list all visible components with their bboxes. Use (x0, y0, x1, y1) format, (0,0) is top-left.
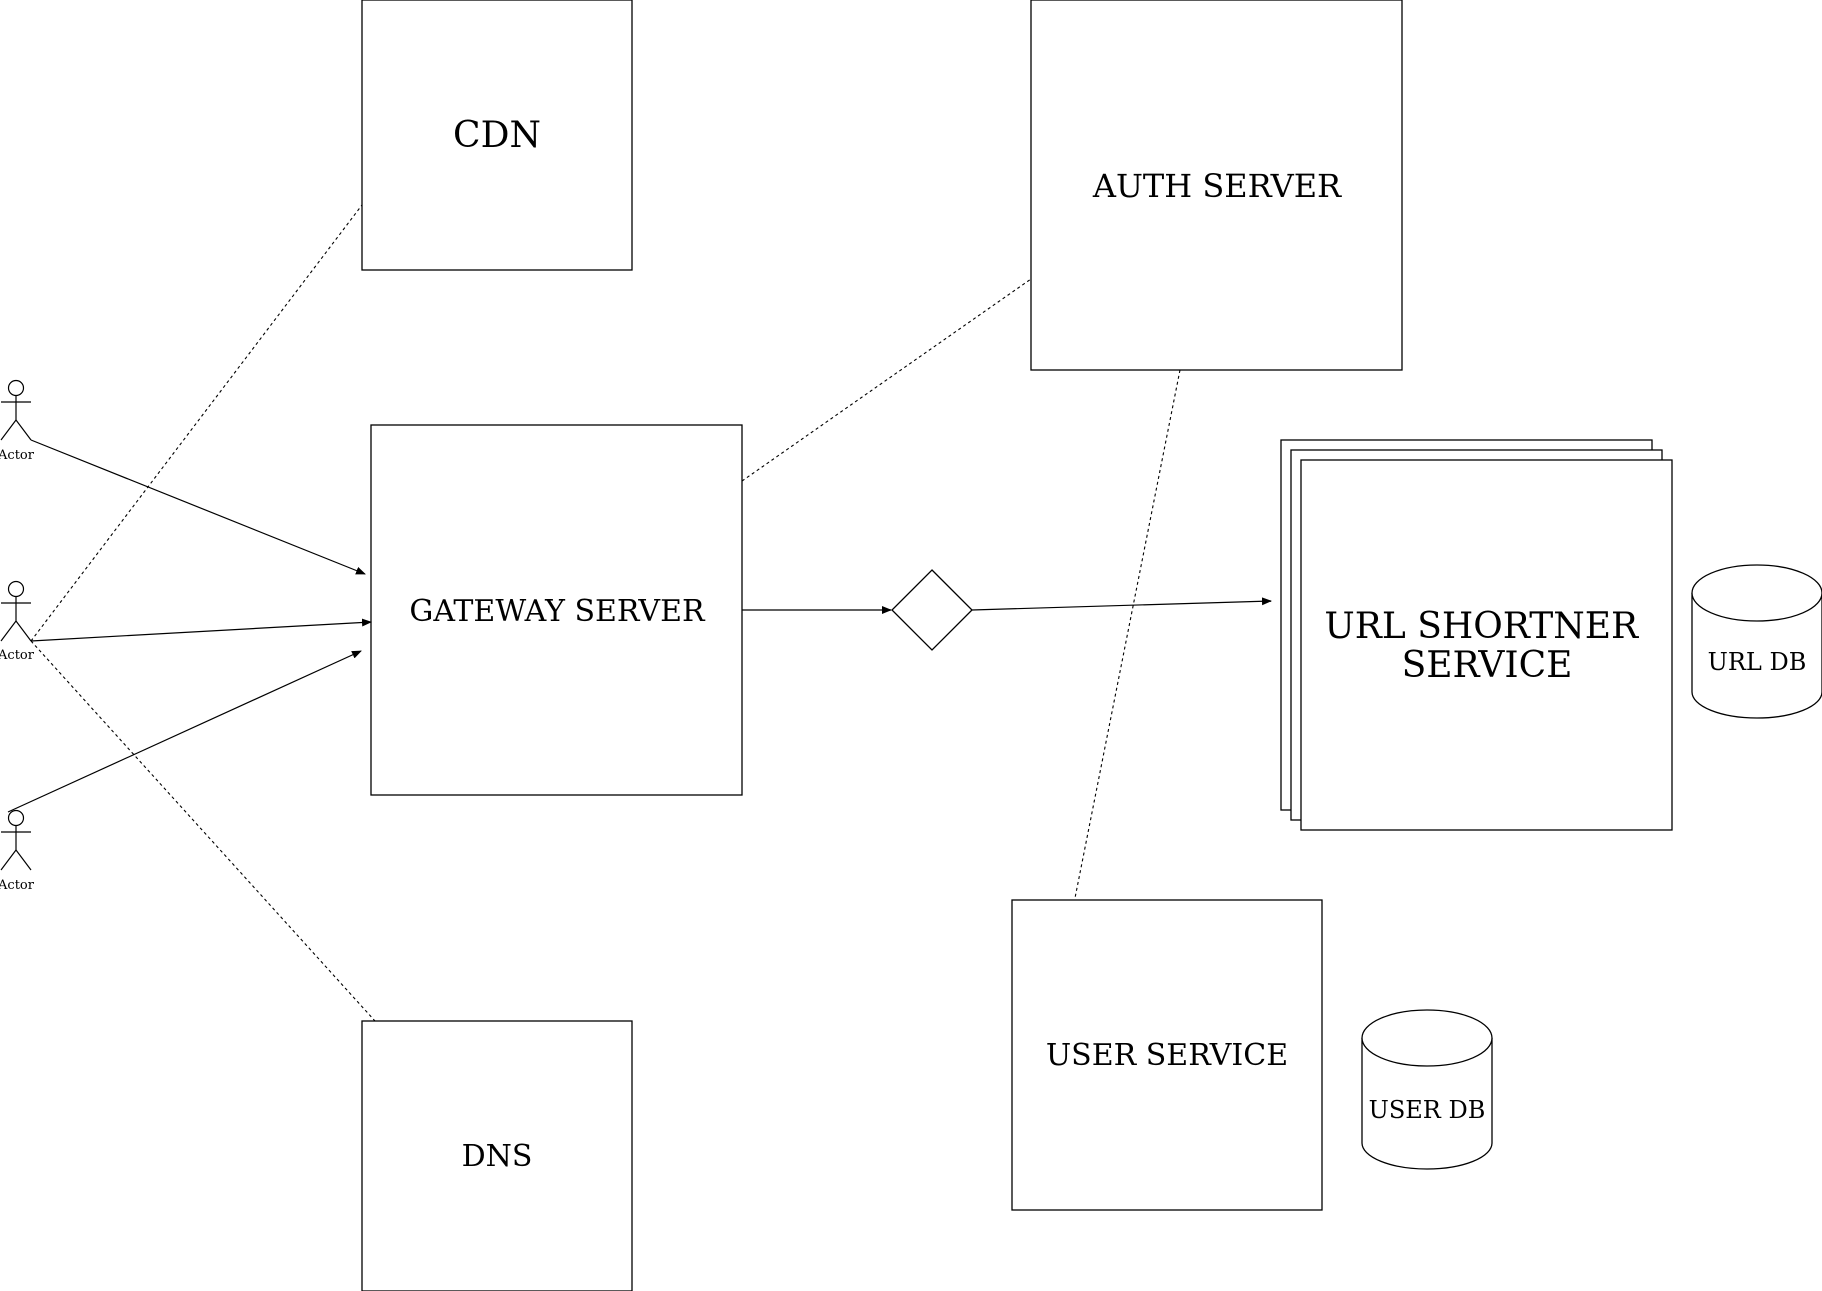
url-service-stack-front (1300, 459, 1673, 831)
edge-auth-user-service (1074, 369, 1181, 899)
edge-loadbalancer-url-service (971, 597, 1272, 611)
auth-server-node[interactable]: AUTH SERVER (1030, 0, 1403, 371)
url-shortner-service-node[interactable]: URL SHORTNER SERVICE (1280, 439, 1673, 831)
actor-icon (0, 809, 32, 871)
gateway-server-label: GATEWAY SERVER (409, 594, 706, 629)
dns-node[interactable]: DNS (361, 1020, 633, 1291)
edge-actor-cdn (30, 204, 363, 642)
edge-actor1-gateway (30, 439, 366, 575)
user-service-node[interactable]: USER SERVICE (1011, 899, 1323, 1211)
gateway-server-node[interactable]: GATEWAY SERVER (370, 424, 743, 796)
auth-server-label: AUTH SERVER (1092, 167, 1342, 205)
actor-2[interactable]: Actor (0, 580, 35, 664)
url-shortner-label-line2: SERVICE (1402, 645, 1573, 686)
actor-icon (0, 379, 32, 441)
edge-actor3-gateway (7, 650, 362, 813)
user-db-node[interactable]: USER DB (1361, 1009, 1493, 1170)
user-service-label: USER SERVICE (1046, 1038, 1288, 1073)
edge-actor2-gateway (30, 618, 372, 642)
actor-icon (0, 580, 32, 642)
cdn-label: CDN (453, 115, 541, 156)
url-shortner-service-label: URL SHORTNER SERVICE (1324, 606, 1649, 686)
actor-3-label: Actor (0, 878, 35, 893)
actor-1[interactable]: Actor (0, 379, 35, 464)
actor-1-label: Actor (0, 448, 35, 463)
url-db-label: URL DB (1708, 648, 1807, 676)
url-shortner-label-line1: URL SHORTNER (1324, 606, 1639, 647)
actor-3[interactable]: Actor (0, 809, 35, 894)
dns-label: DNS (462, 1139, 533, 1174)
load-balancer-diamond[interactable] (891, 569, 973, 651)
cdn-node[interactable]: CDN (361, 0, 633, 271)
user-db-label: USER DB (1369, 1096, 1486, 1124)
actor-2-label: Actor (0, 648, 35, 663)
edge-gateway-auth (741, 278, 1032, 482)
url-db-node[interactable]: URL DB (1691, 564, 1822, 719)
edge-actor-dns (30, 640, 376, 1022)
